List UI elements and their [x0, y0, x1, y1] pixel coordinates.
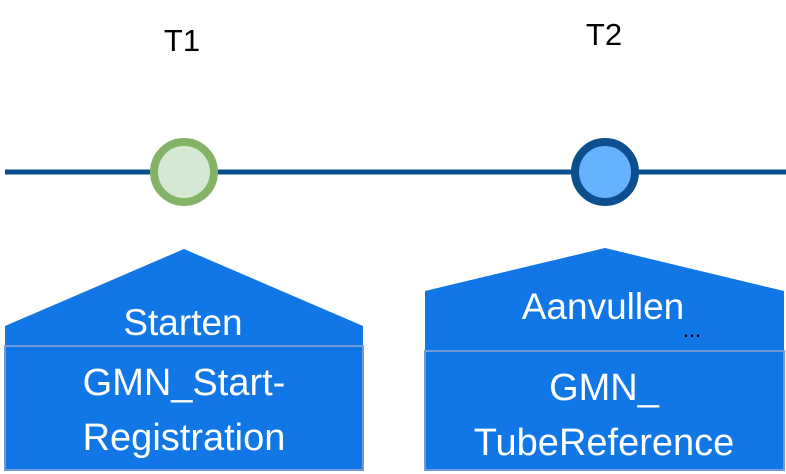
event-t1: T1 Starten GMN_Start- Registration — [4, 23, 364, 471]
box-line-1-gmn-start-registration: GMN_Start- — [83, 362, 286, 404]
header-label-aanvullen: Aanvullen — [522, 286, 685, 327]
box-gmn-tubereference — [425, 351, 784, 470]
timeline-marker-t2 — [575, 142, 635, 202]
box-line-2-gmn-start-registration: Registration — [83, 417, 286, 459]
header-shape-starten — [5, 249, 363, 346]
timeline-marker-ring-t1 — [150, 138, 218, 206]
box-gmn-start-registration — [5, 346, 363, 470]
header-ellipsis-aanvullen: ... — [683, 317, 701, 342]
marker-label-t2: T2 — [586, 17, 622, 52]
header-shape-aanvullen — [425, 248, 784, 351]
header-label-starten: Starten — [123, 302, 242, 343]
box-line-1-gmn-tubereference: GMN_ — [549, 367, 660, 409]
marker-label-t1: T1 — [164, 23, 200, 58]
box-line-2-gmn-tubereference: TubeReference — [474, 422, 735, 464]
box-border-gmn-tubereference — [424, 350, 785, 471]
timeline-marker-ring-t2 — [571, 138, 639, 206]
timeline-marker-t1 — [154, 142, 214, 202]
event-t2: T2 Aanvullen ... GMN_ TubeReference — [424, 17, 785, 471]
box-border-gmn-start-registration — [4, 345, 364, 471]
